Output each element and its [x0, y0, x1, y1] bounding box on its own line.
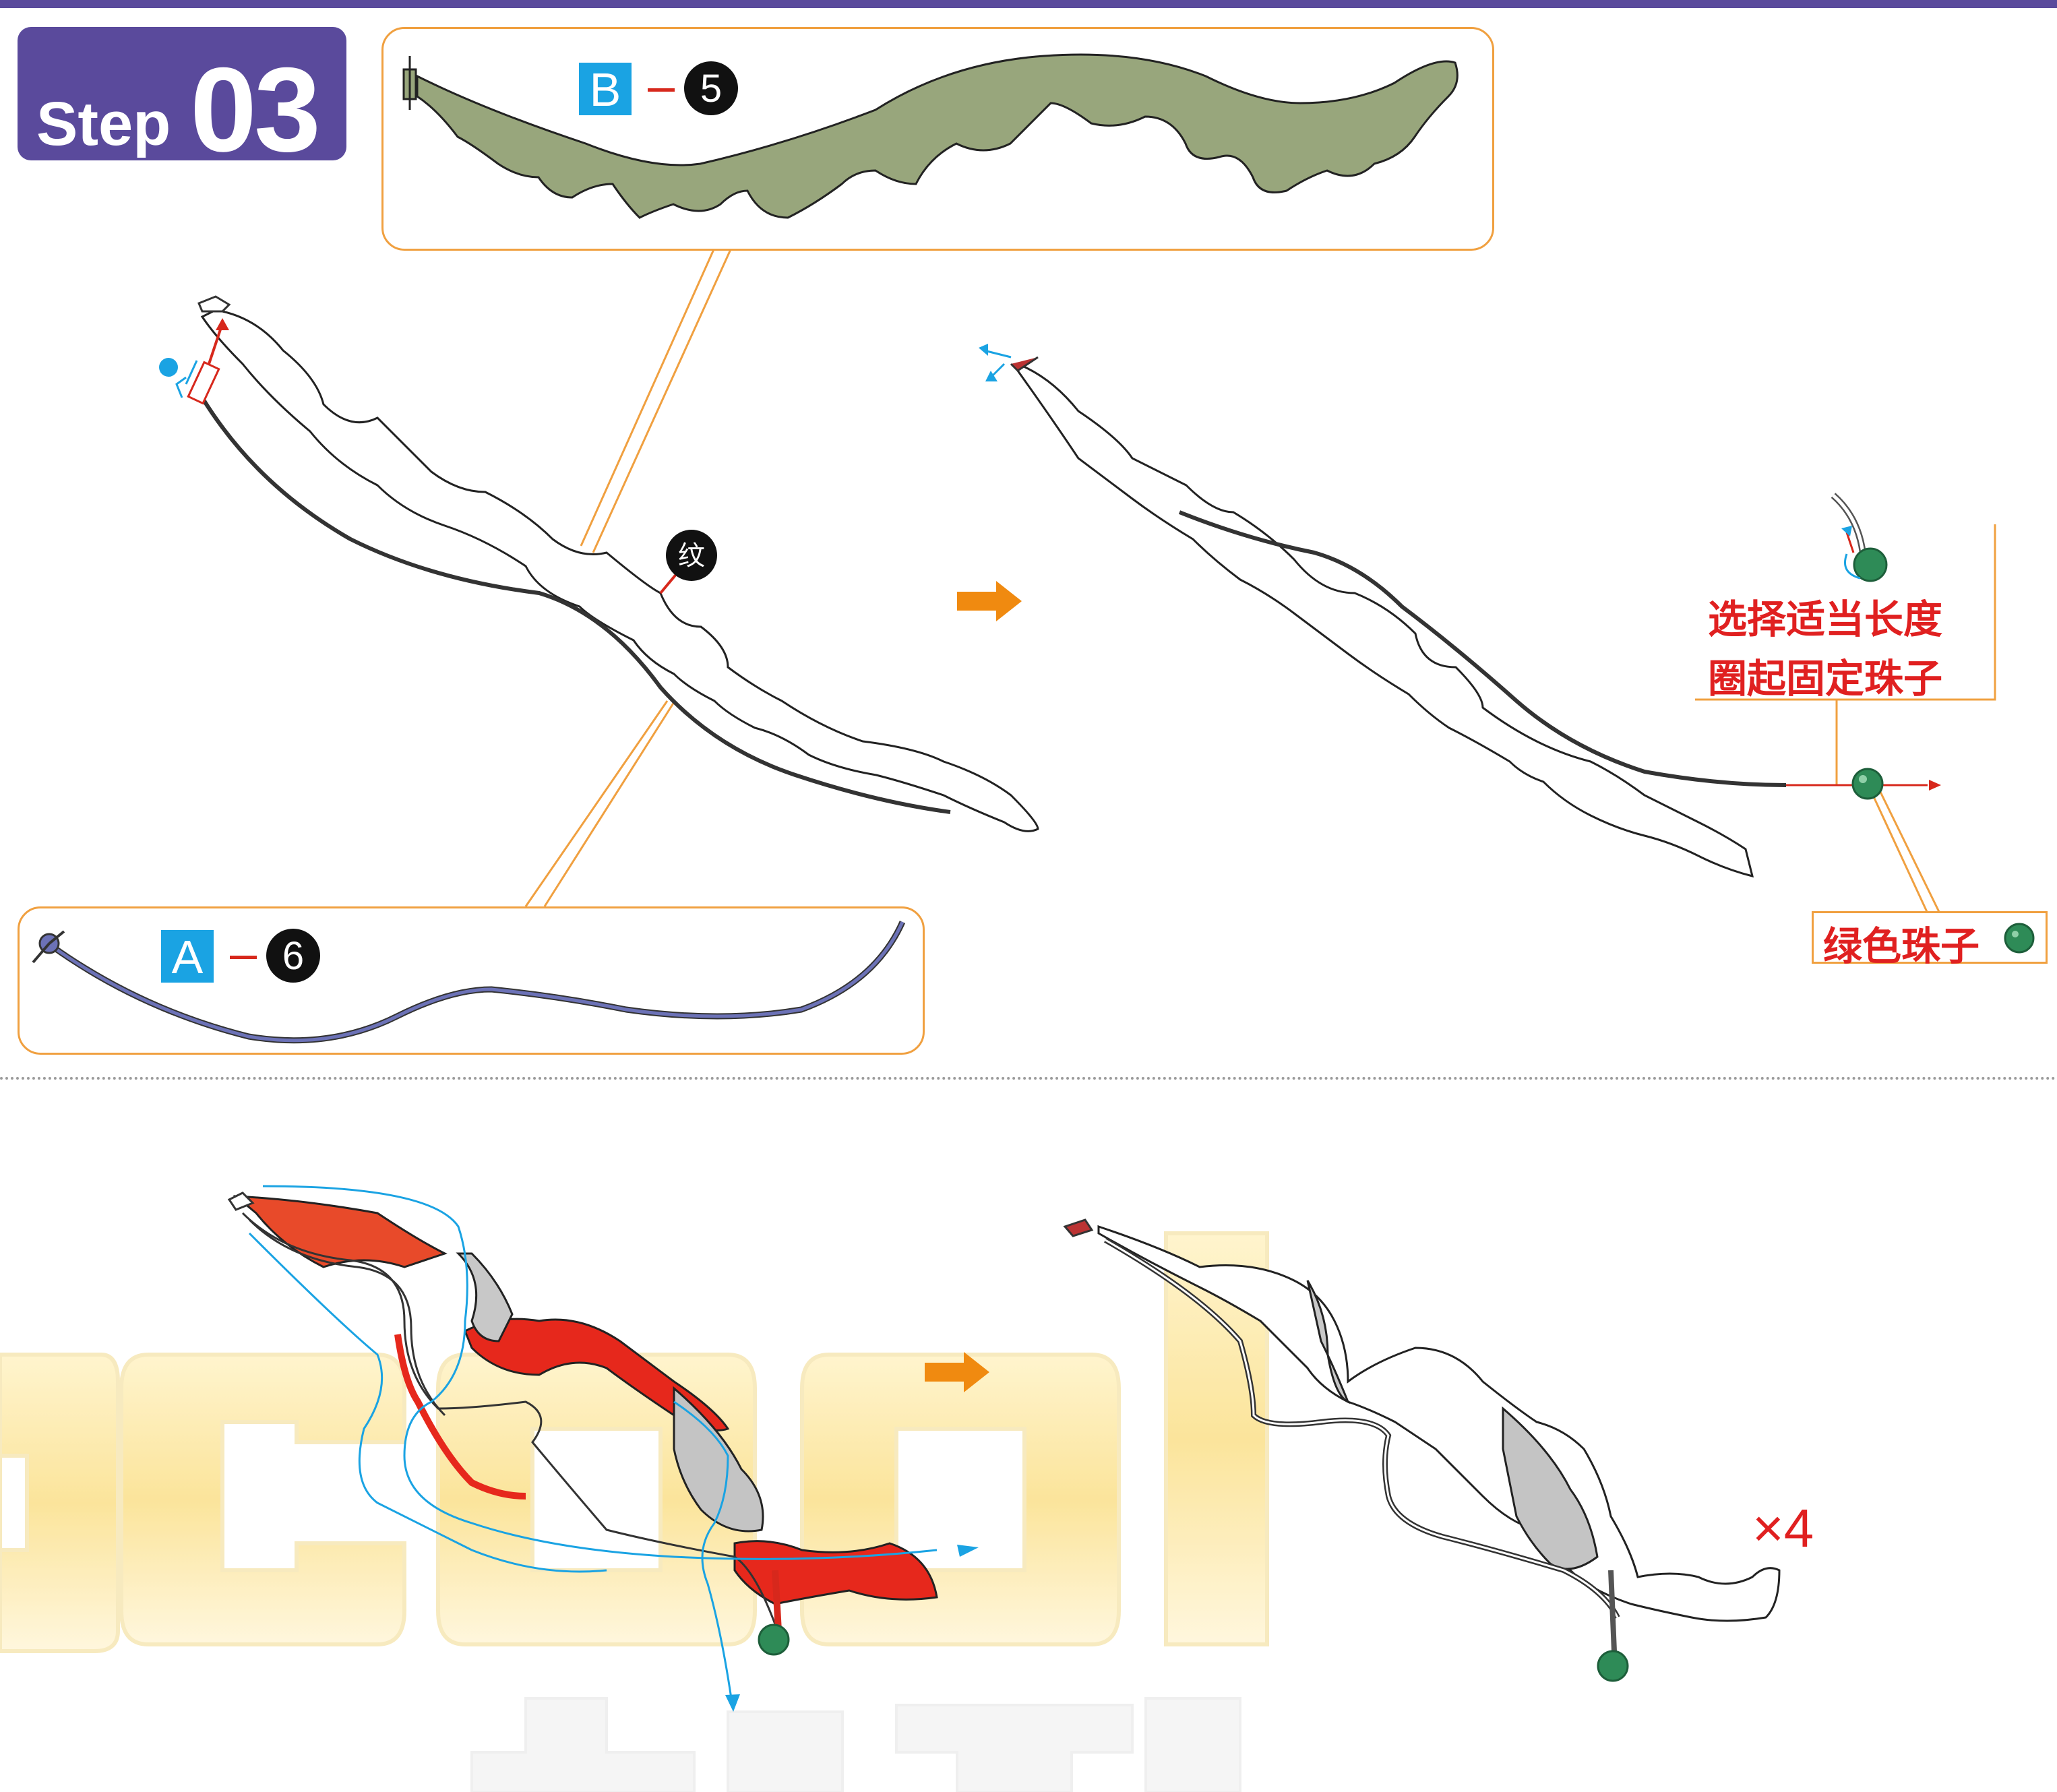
- leaf-with-bead-result: [979, 344, 1941, 878]
- finished-petal-outline: [1063, 1218, 1781, 1682]
- next-arrow-icon-bottom: [925, 1352, 989, 1392]
- leaf-piece-b-assembled: [159, 295, 1039, 832]
- part-a-wire: [32, 921, 906, 1044]
- green-bead-icon: [2004, 923, 2035, 954]
- part-b-callout: B 5: [381, 27, 1494, 251]
- part-a-dash: [230, 956, 257, 959]
- bead-label-box: 绿色珠子: [1812, 911, 2048, 969]
- red-leaf-assembly: [227, 1185, 979, 1712]
- step-label: Step: [36, 90, 171, 158]
- bead-label: 绿色珠子: [1823, 923, 1980, 969]
- section-divider: [0, 1077, 2057, 1080]
- pattern-marker: [666, 530, 717, 581]
- step-badge: Step 03: [18, 27, 346, 177]
- green-bead-detail: [1853, 547, 1888, 582]
- top-frame-bar: [0, 0, 2057, 8]
- part-b-letter: B: [579, 63, 632, 116]
- instruction-line-2: 圈起固定珠子: [1708, 656, 1943, 702]
- part-b-count: 5: [684, 61, 738, 115]
- green-bead-bottom: [758, 1624, 790, 1656]
- callout-leaders: [524, 247, 1996, 914]
- step-number: 03: [190, 42, 321, 177]
- green-bead-finished: [1597, 1650, 1629, 1682]
- part-b-leaf: [402, 53, 1459, 219]
- green-bead: [1851, 768, 1884, 800]
- pattern-marker-label: 纹: [678, 540, 705, 571]
- repeat-count: ×4: [1752, 1498, 1814, 1558]
- part-a-count: 6: [266, 929, 320, 983]
- part-a-callout: A 6: [18, 906, 925, 1055]
- next-arrow-icon: [957, 581, 1022, 621]
- part-b-dash: [648, 88, 675, 92]
- part-a-letter: A: [161, 930, 214, 983]
- instruction-line-1: 选择适当长度: [1708, 596, 1943, 642]
